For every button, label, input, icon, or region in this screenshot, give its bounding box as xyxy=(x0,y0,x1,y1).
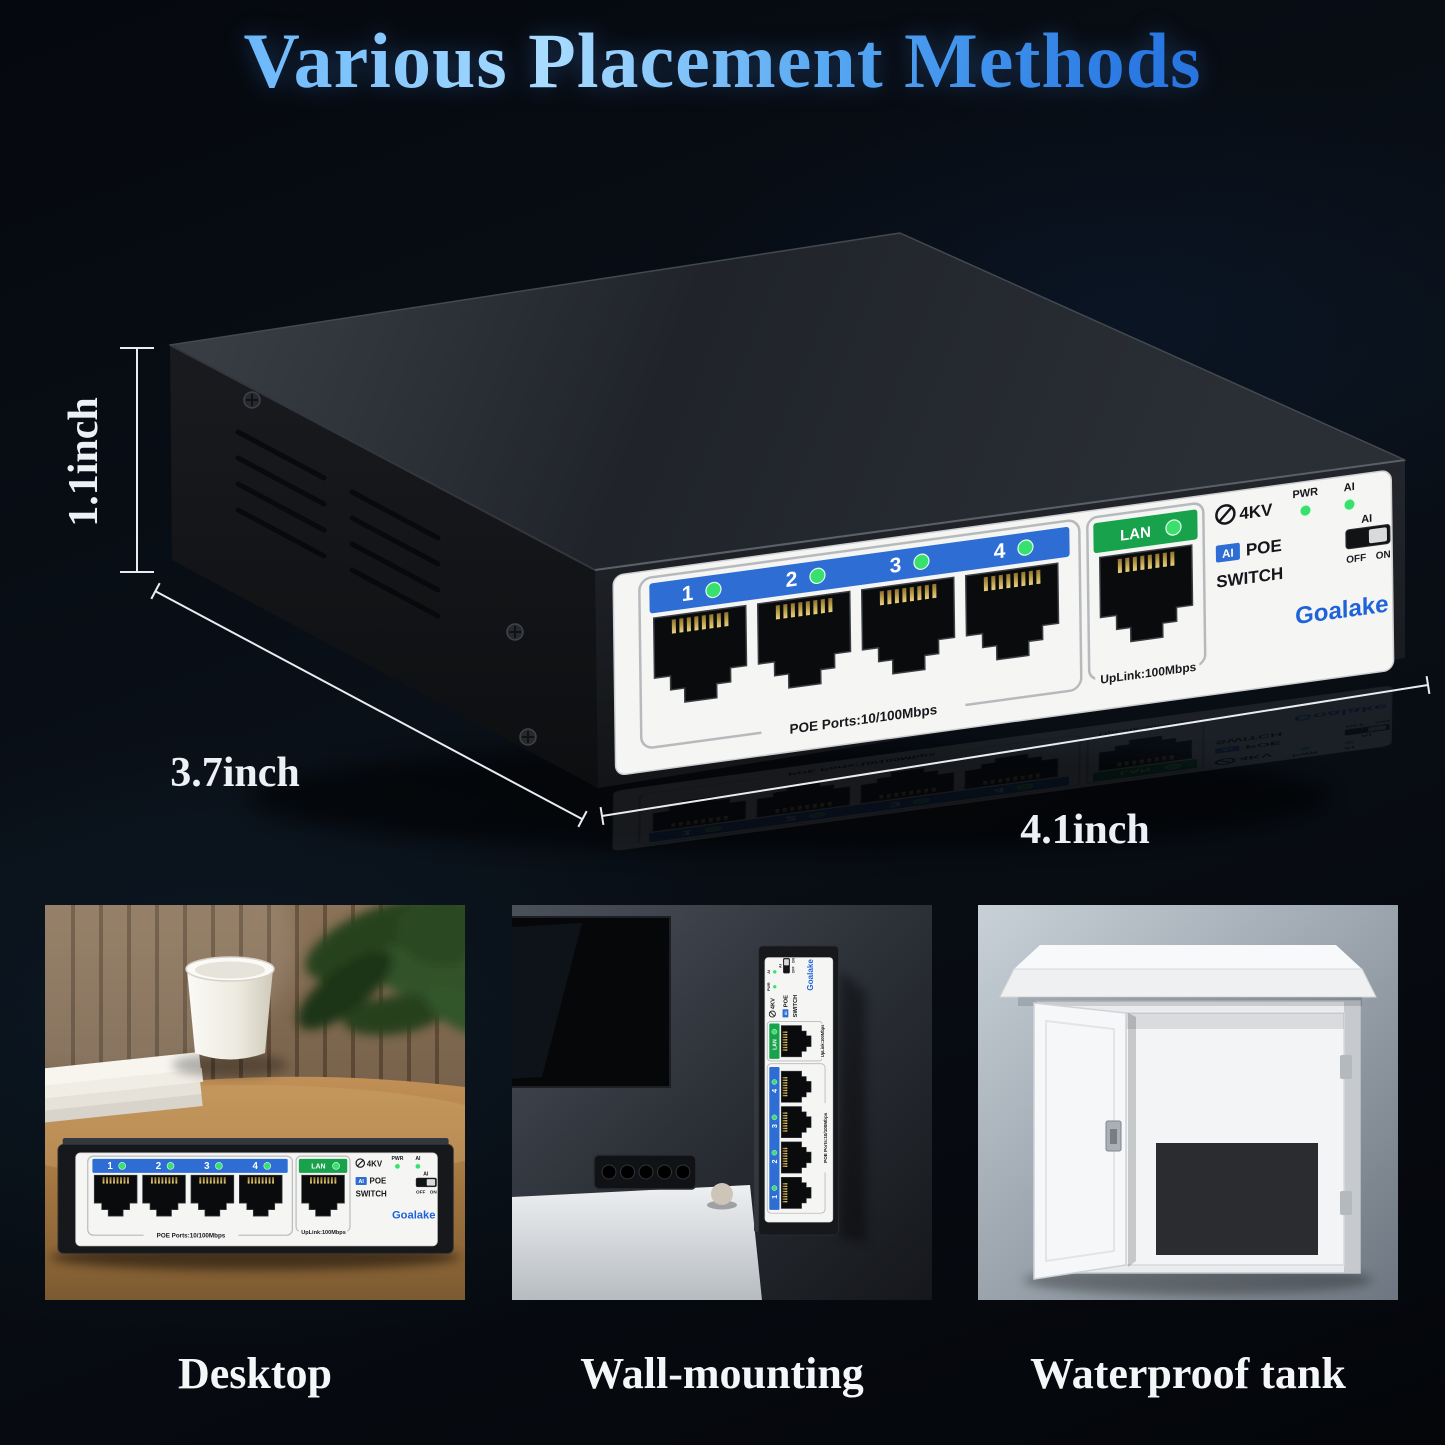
width-dimension-label: 4.1inch xyxy=(1020,807,1150,853)
height-dimension-label: 1.1inch xyxy=(61,397,107,527)
switch-left-face xyxy=(170,345,598,788)
back-left-edge xyxy=(169,232,901,346)
wall-shadow xyxy=(840,971,866,1243)
placement-photo-tank xyxy=(978,905,1398,1300)
hinge xyxy=(1340,1055,1352,1079)
power-outlet xyxy=(593,1154,697,1190)
placement-photo-desktop xyxy=(45,905,465,1300)
caption-wall-mounting: Wall-mounting xyxy=(580,1349,864,1398)
door-latch xyxy=(1105,1120,1122,1152)
depth-dimension: 3.7inch xyxy=(150,582,588,828)
front-top-edge xyxy=(594,459,1406,571)
screw-icon xyxy=(243,391,261,409)
case-screws xyxy=(243,391,537,746)
height-dimension: 1.1inch xyxy=(61,347,154,573)
stone-decor xyxy=(711,1183,733,1205)
back-right-edge xyxy=(899,232,1406,461)
waterproof-box xyxy=(999,945,1377,1280)
wall-mounted-switch xyxy=(754,946,838,1235)
dimension-annotations: 1.1inch 3.7inch 4.1inch xyxy=(61,347,1431,853)
plant xyxy=(297,905,465,1036)
caption-desktop: Desktop xyxy=(178,1349,332,1398)
width-dimension: 4.1inch xyxy=(599,675,1431,853)
depth-dimension-label: 3.7inch xyxy=(170,750,300,796)
vent-slots xyxy=(235,429,441,619)
hinge xyxy=(1340,1191,1352,1215)
left-top-edge xyxy=(169,344,596,571)
paper-stack xyxy=(45,1052,204,1126)
placement-photo-wall xyxy=(512,905,932,1300)
open-door xyxy=(1033,1002,1127,1280)
box-roof xyxy=(1014,945,1362,969)
page-title: Various Placement Methods xyxy=(0,16,1445,106)
coffee-cup xyxy=(172,956,288,1077)
desktop-switch xyxy=(58,1138,453,1253)
desk xyxy=(512,1185,762,1300)
equipment-panel xyxy=(1156,1143,1318,1255)
tv xyxy=(512,916,671,1088)
main-switch-product xyxy=(168,232,1407,853)
screw-icon xyxy=(519,728,537,746)
screw-icon xyxy=(506,623,524,641)
caption-waterproof-tank: Waterproof tank xyxy=(1030,1349,1346,1398)
